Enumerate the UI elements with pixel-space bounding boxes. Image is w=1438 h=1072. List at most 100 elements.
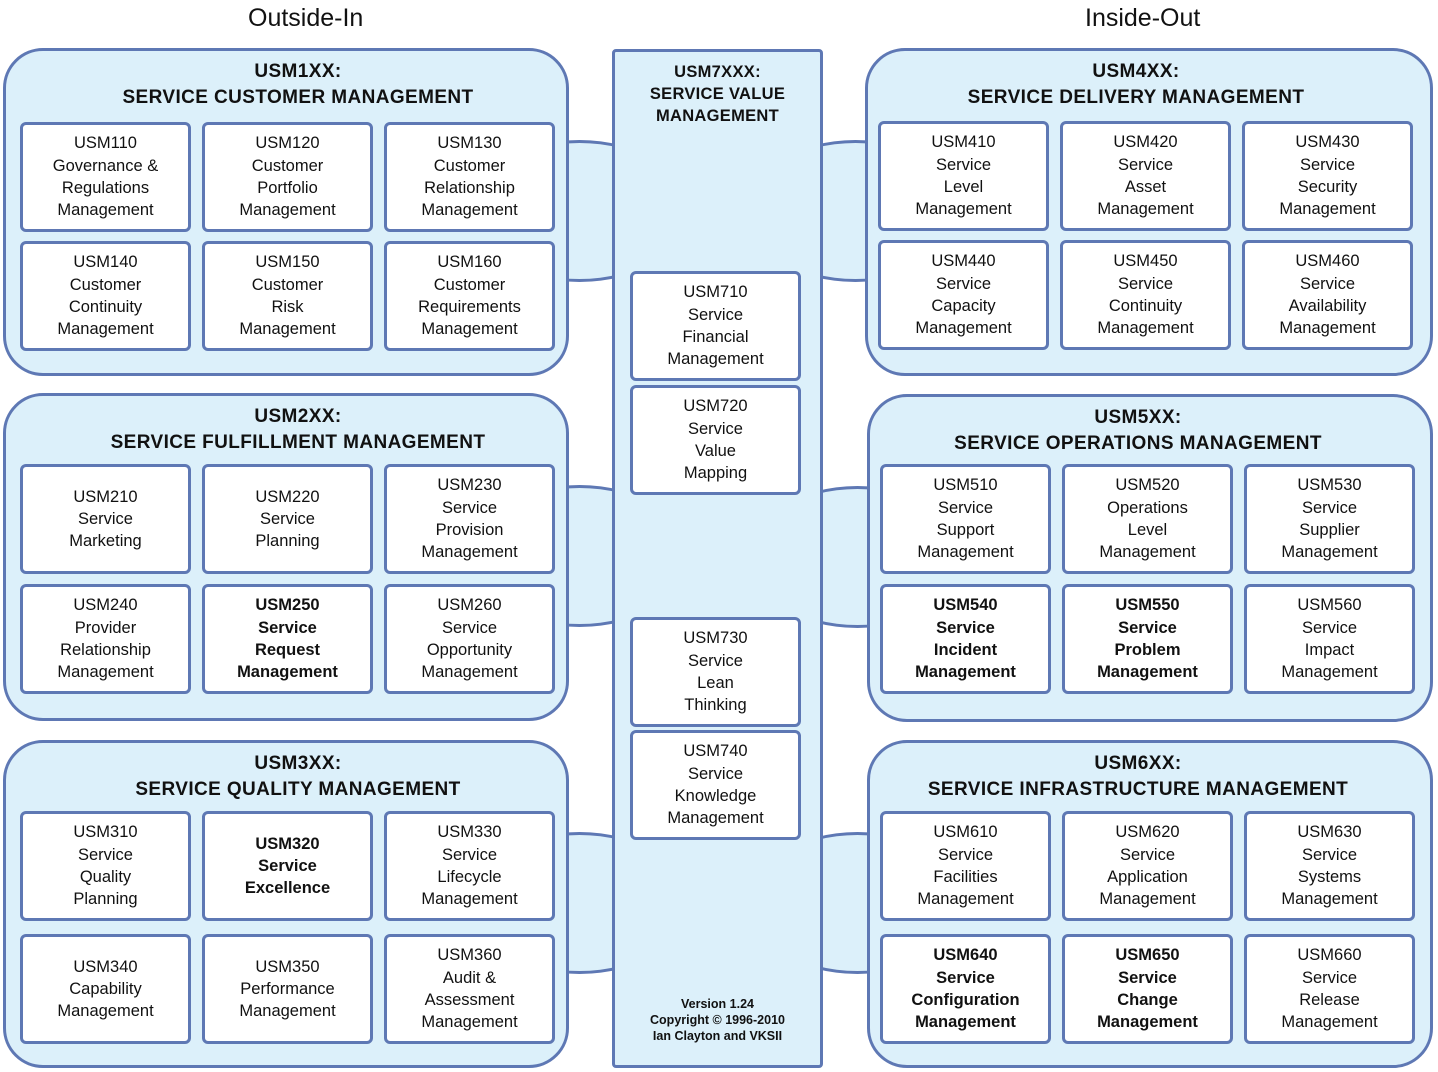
process-code: USM560 — [1297, 596, 1362, 615]
process-code: USM110 — [74, 134, 137, 153]
process-label-line: Incident — [933, 641, 998, 659]
group-title-usm6xx: USM6XX: SERVICE INFRASTRUCTURE MANAGEMEN… — [843, 751, 1433, 803]
process-code: USM150 — [255, 253, 320, 272]
process-label-line: Management — [1281, 543, 1378, 562]
process-label-line: Service — [937, 845, 994, 864]
process-label-line: Customer — [69, 275, 142, 294]
process-label-line: Management — [917, 890, 1014, 909]
process-label-line: Security — [1297, 178, 1358, 196]
process-label-line: Impact — [1304, 641, 1355, 659]
process-label-line: Level — [1127, 521, 1168, 539]
author-text: Ian Clayton and VKSII — [652, 1029, 783, 1043]
outside-in-heading: Outside-In — [248, 4, 364, 32]
process-code: USM220 — [255, 487, 320, 506]
process-label-line: Service — [441, 618, 498, 637]
process-label-line: Management — [1099, 890, 1196, 909]
process-label-line: Management — [667, 809, 764, 828]
process-label-line: Management — [239, 1002, 336, 1021]
group-name: SERVICE INFRASTRUCTURE MANAGEMENT — [927, 779, 1349, 800]
process-label-line: Management — [57, 201, 154, 220]
process-label-line: Service — [936, 618, 995, 637]
process-code: USM710 — [683, 283, 748, 302]
process-code: USM420 — [1113, 133, 1178, 152]
process-label-line: Financial — [682, 328, 749, 346]
process-label-line: Asset — [1124, 178, 1167, 196]
process-label-line: Management — [1281, 663, 1378, 682]
process-code: USM460 — [1295, 252, 1360, 271]
process-label-line: Service — [935, 274, 992, 293]
process-label-line: Management — [421, 543, 518, 562]
process-code: USM610 — [933, 823, 998, 842]
process-label-line: Quality — [79, 868, 132, 886]
process-label-line: Management — [421, 320, 518, 339]
group-name: SERVICE OPERATIONS MANAGEMENT — [954, 433, 1322, 454]
process-code: USM430 — [1295, 133, 1360, 152]
process-label-line: Provider — [74, 618, 137, 637]
process-label-line: Knowledge — [674, 787, 757, 805]
process-label-line: Thinking — [684, 696, 747, 715]
process-code: USM510 — [933, 476, 998, 495]
process-label-line: Service — [259, 509, 315, 528]
process-label-line: Management — [667, 350, 764, 369]
process-code: USM350 — [255, 957, 320, 976]
process-label-line: Management — [1097, 200, 1194, 219]
process-code: USM650 — [1115, 946, 1180, 965]
process-label-line: Availability — [1288, 297, 1367, 315]
process-label-line: Application — [1107, 868, 1188, 886]
process-label-line: Service — [687, 419, 743, 438]
group-code: USM6XX: — [1094, 753, 1182, 774]
process-label-line: Management — [421, 663, 518, 682]
group-title-usm2xx: USM2XX: SERVICE FULFILLMENT MANAGEMENT — [3, 404, 593, 456]
process-label-line: Management — [915, 319, 1012, 338]
process-label-line: Configuration — [911, 991, 1020, 1009]
process-label-line: Governance & — [52, 156, 159, 175]
version-text: Version 1.24 — [681, 997, 754, 1011]
process-code: USM330 — [437, 823, 502, 842]
process-label-line: Service — [1118, 618, 1177, 637]
process-code: USM740 — [683, 742, 748, 761]
process-label-line: Planning — [73, 890, 138, 909]
group-title-usm3xx: USM3XX: SERVICE QUALITY MANAGEMENT — [3, 751, 593, 803]
process-label-line: Request — [254, 641, 321, 659]
process-label-line: Assessment — [424, 991, 515, 1009]
process-label-line: Performance — [240, 979, 335, 998]
pillar-title-line: USM7XXX: — [674, 63, 761, 81]
process-label-line: Management — [421, 1013, 518, 1032]
pillar-title-line: SERVICE VALUE — [649, 85, 786, 103]
process-label-line: Management — [239, 320, 336, 339]
